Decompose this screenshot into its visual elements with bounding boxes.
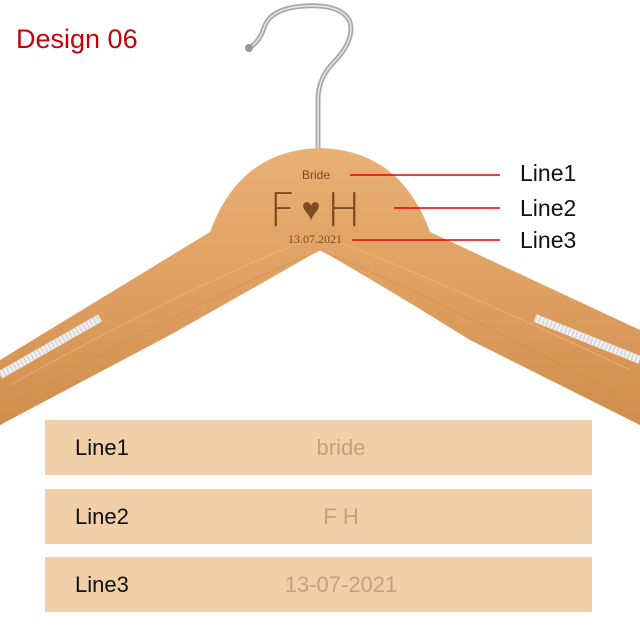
engraved-date: 13.07.2021 [288,232,342,246]
field-label: Line1 [75,435,129,460]
engraved-line1: Bride [301,168,331,182]
field-value[interactable]: F H [323,504,359,529]
field-value[interactable]: bride [316,435,366,460]
callout-label-line1: Line1 [520,160,577,186]
field-row-line2[interactable]: Line2 F H [45,489,592,544]
initial-right: H [326,183,364,237]
callout-label-line3: Line3 [520,227,577,253]
wooden-hanger-image [0,3,640,425]
engraved-initials: F♥H [269,183,363,237]
design-title: Design 06 [16,24,138,54]
heart-icon: ♥ [301,190,323,228]
field-value[interactable]: 13-07-2021 [284,572,398,597]
initial-left: F [268,183,298,237]
field-row-line1[interactable]: Line1 bride [45,420,592,475]
callout-label-line2: Line2 [520,195,577,221]
hanger-body [0,148,640,425]
field-row-line3[interactable]: Line3 13-07-2021 [45,557,592,612]
hanger-hook [249,3,354,153]
field-label: Line2 [75,504,129,529]
field-label: Line3 [75,572,129,597]
hook-tip [245,44,253,52]
